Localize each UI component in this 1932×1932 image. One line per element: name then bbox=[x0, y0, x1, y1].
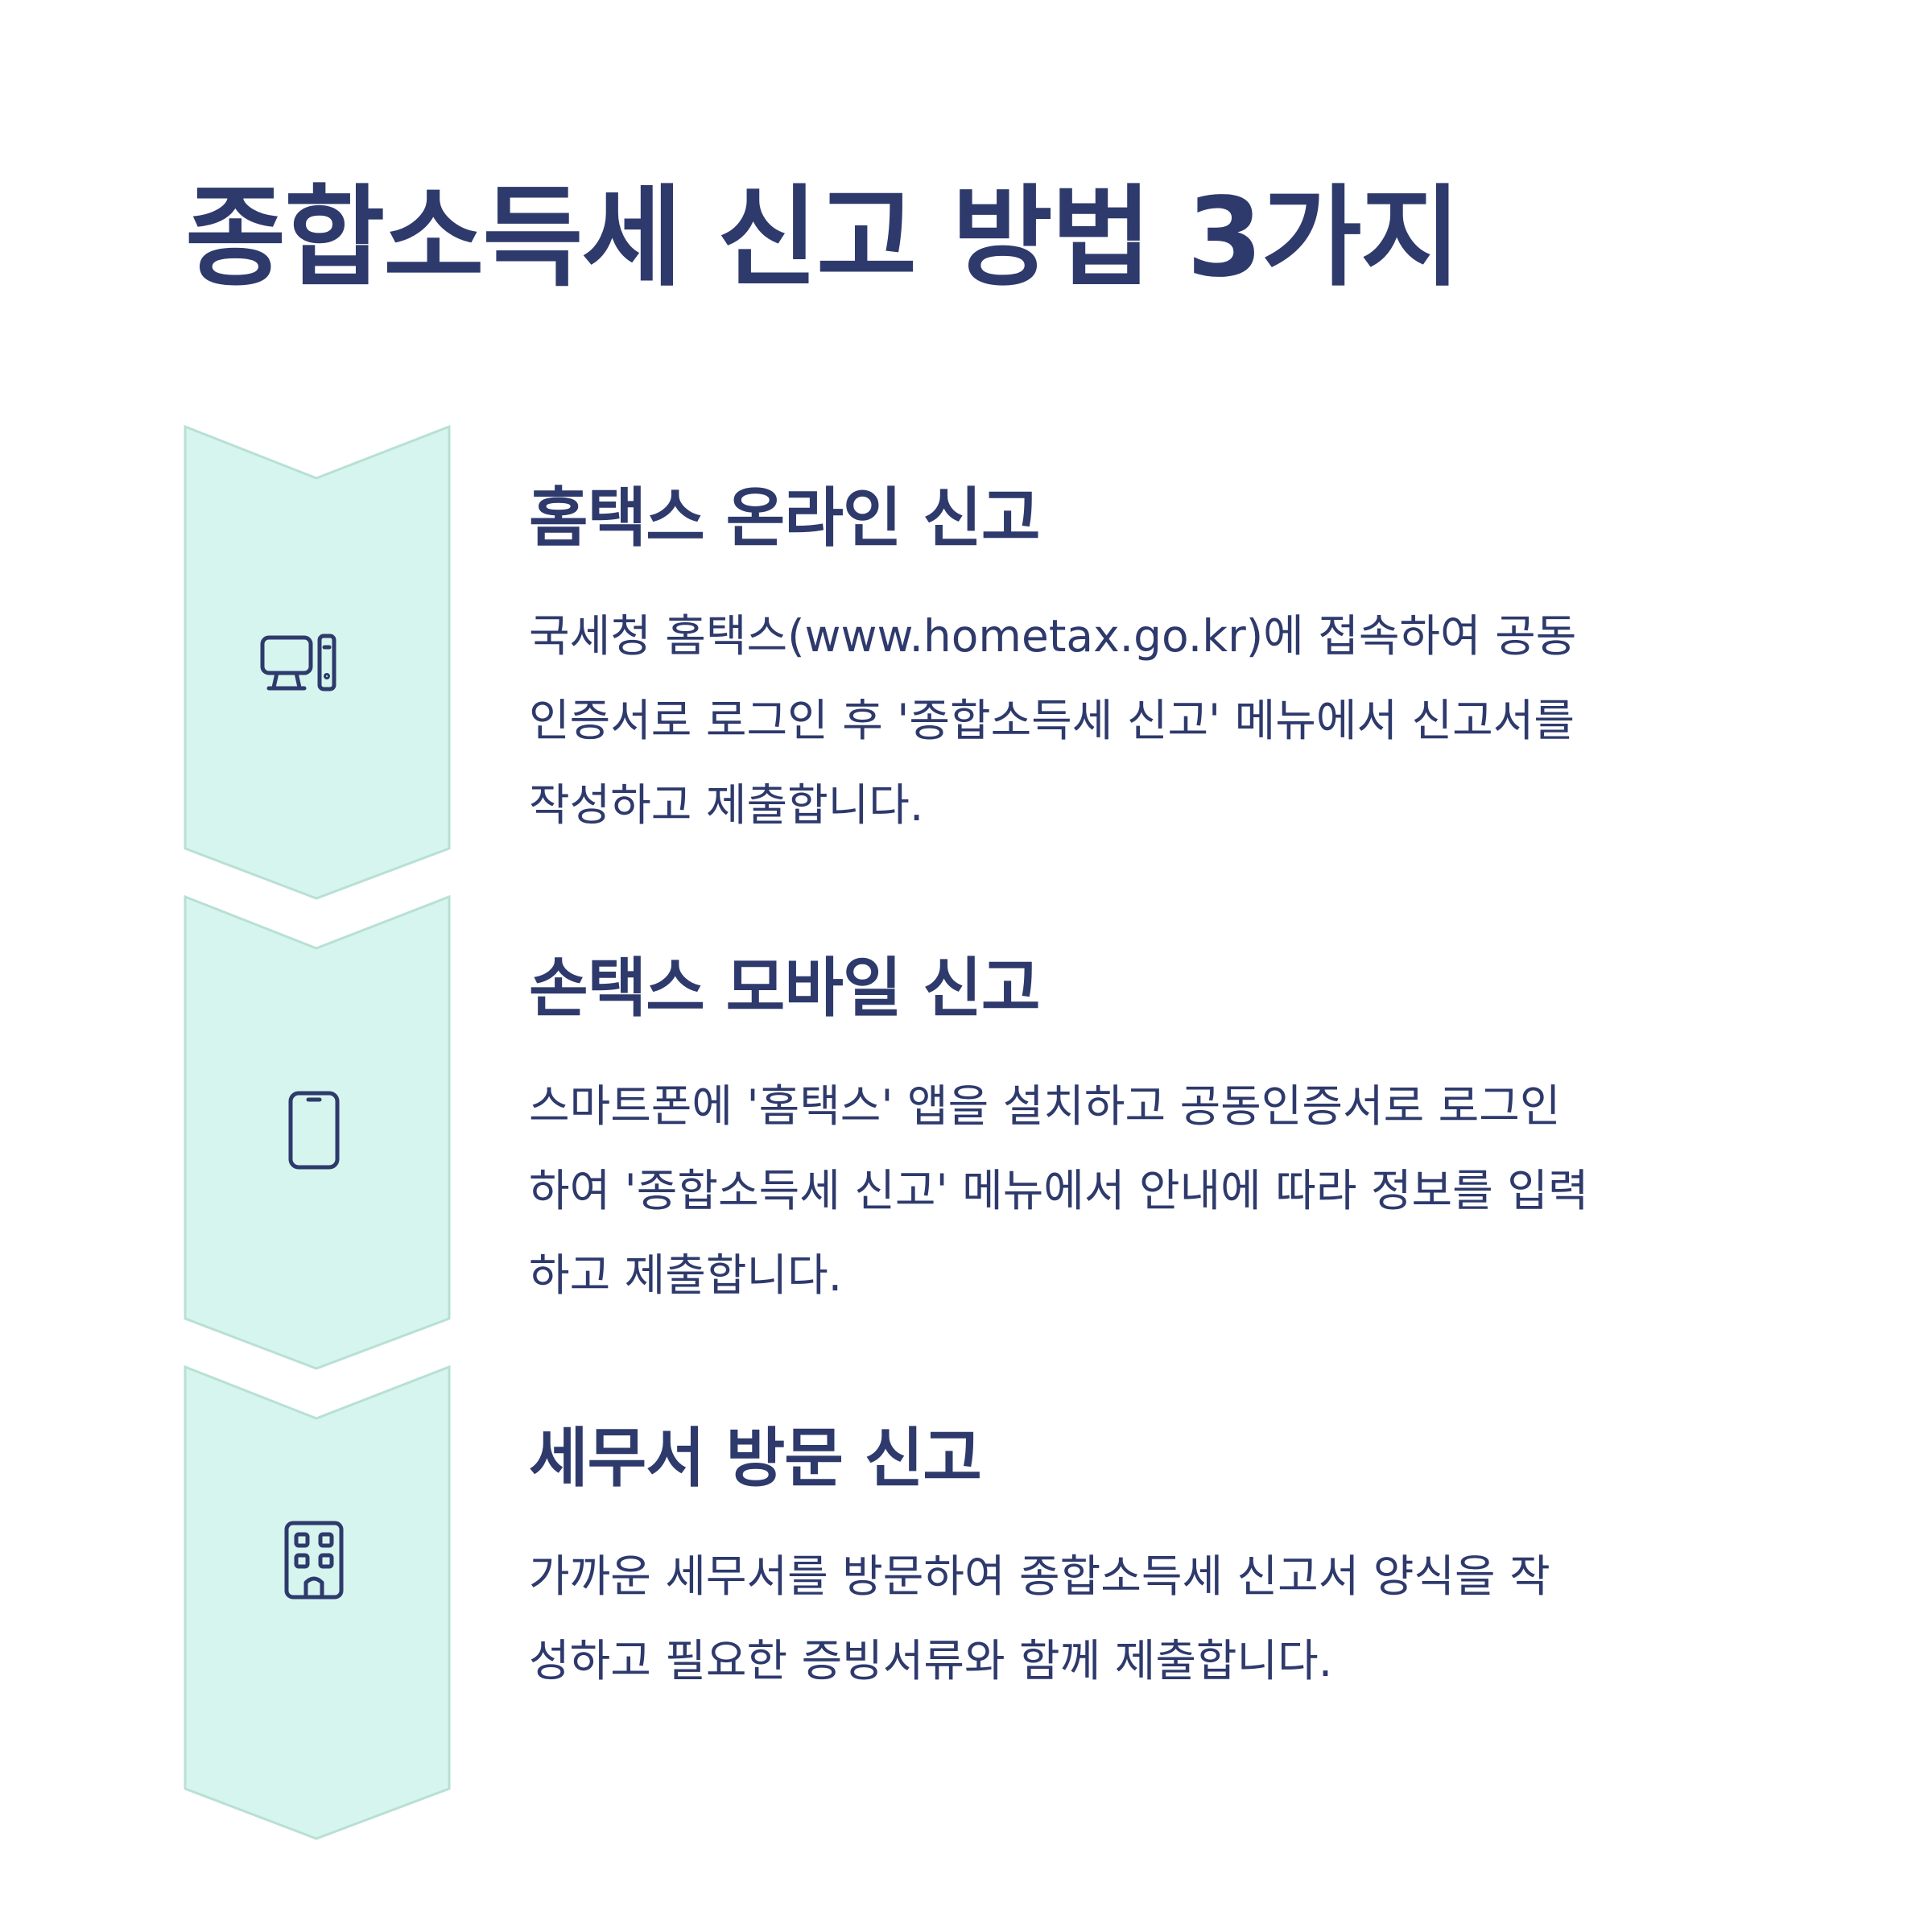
description-line: 국세청 홈택스(www.hometax.go.kr)에 접속하여 공동 bbox=[529, 610, 1577, 662]
step-title: 세무서 방문 신고 bbox=[529, 1421, 982, 1496]
chevron-arrow bbox=[184, 425, 451, 900]
office-building-icon bbox=[284, 1521, 344, 1600]
description-line: 하고 제출합니다. bbox=[529, 1249, 843, 1301]
description-line: 인증서로 로그인 후 '종합소득세 신고' 메뉴에서 신고서를 bbox=[529, 695, 1575, 746]
desktop-computer-icon bbox=[260, 634, 336, 691]
description-line: 스마트폰에 '홈택스' 앱을 설치하고 공동인증서로 로그인 bbox=[529, 1080, 1561, 1132]
step-description: 가까운 세무서를 방문하여 종합소득세 신고서 양식을 작 성하고 필요한 증빙… bbox=[529, 1534, 1550, 1703]
description-line: 성하고 필요한 증빙서류와 함께 제출합니다. bbox=[529, 1635, 1333, 1686]
description-line: 하여 '종합소득세 신고' 메뉴에서 안내에 따라 정보를 입력 bbox=[529, 1165, 1589, 1216]
description-line: 가까운 세무서를 방문하여 종합소득세 신고서 양식을 작 bbox=[529, 1550, 1550, 1602]
smartphone-icon bbox=[288, 1091, 340, 1170]
description-line: 작성하고 제출합니다. bbox=[529, 779, 924, 831]
step-title: 손택스 모바일 신고 bbox=[529, 951, 1041, 1026]
step-description: 국세청 홈택스(www.hometax.go.kr)에 접속하여 공동 인증서로… bbox=[529, 594, 1576, 848]
chevron-arrow bbox=[184, 1365, 451, 1840]
page-title: 종합소득세 신고 방법 3가지 bbox=[185, 175, 1461, 302]
chevron-arrow bbox=[184, 895, 451, 1370]
step-description: 스마트폰에 '홈택스' 앱을 설치하고 공동인증서로 로그인 하여 '종합소득세… bbox=[529, 1064, 1588, 1318]
step-title: 홈택스 온라인 신고 bbox=[529, 481, 1041, 555]
